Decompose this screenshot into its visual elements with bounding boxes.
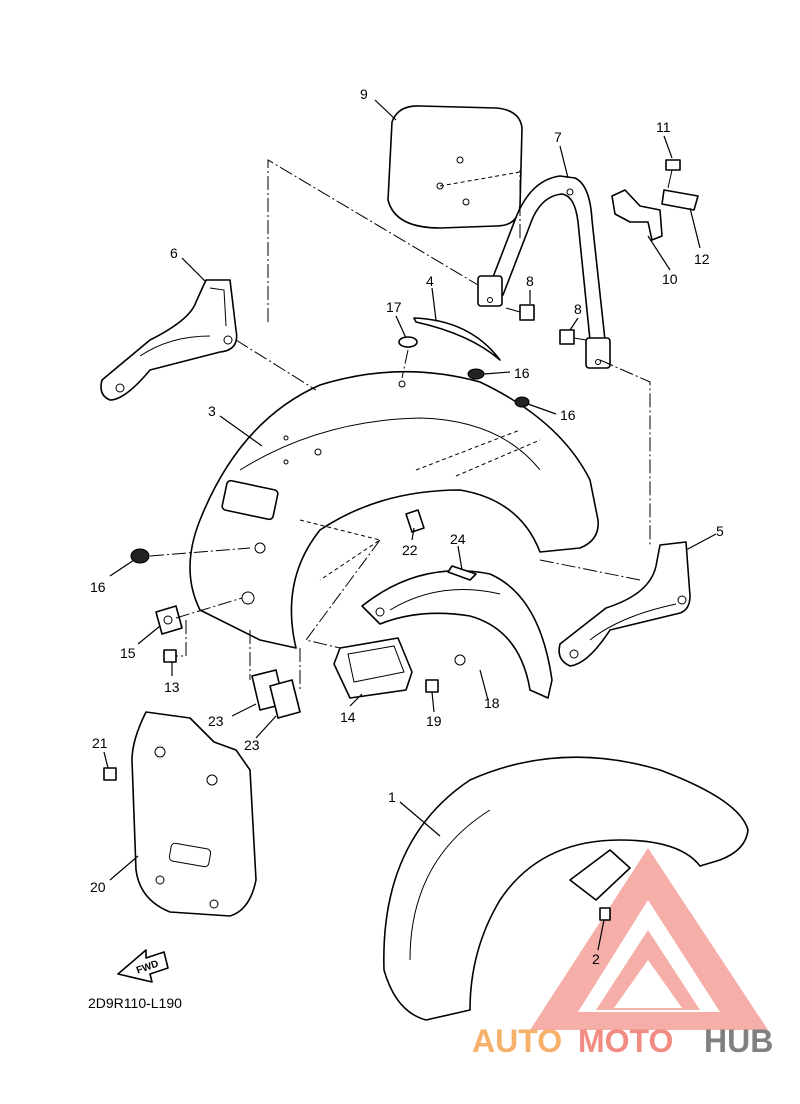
part-4-trim xyxy=(413,317,501,361)
part-19-bolt xyxy=(425,679,439,693)
part-3-rear-fender xyxy=(189,370,599,649)
watermark-auto: AUTO xyxy=(472,1023,562,1059)
watermark-hub: HUB xyxy=(704,1023,773,1059)
callout-3: 3 xyxy=(208,403,216,419)
callout-2: 2 xyxy=(592,951,600,967)
part-12-damper xyxy=(661,189,699,211)
callout-20: 20 xyxy=(90,879,106,895)
callout-17: 17 xyxy=(386,299,402,315)
part-6-left-stay xyxy=(100,279,238,401)
watermark-text: AUTO MOTO HUB xyxy=(472,1023,773,1059)
part-23-tape-b xyxy=(269,679,301,719)
callout-7: 7 xyxy=(554,129,562,145)
watermark-logo xyxy=(530,848,768,1030)
callout-8b: 8 xyxy=(574,301,582,317)
leader-lines xyxy=(103,99,717,951)
callout-11: 11 xyxy=(656,119,671,135)
callout-16a: 16 xyxy=(514,365,530,381)
part-24-spacer xyxy=(447,565,477,581)
callout-labels: 9 7 11 12 10 8 8 6 4 17 16 16 3 5 22 24 … xyxy=(90,86,724,967)
part-21-bolt xyxy=(103,767,117,781)
part-5-right-stay xyxy=(558,541,691,667)
part-2-bolt xyxy=(599,907,611,921)
part-16-grommet-a xyxy=(467,368,485,380)
callout-5: 5 xyxy=(716,523,724,539)
callout-23a: 23 xyxy=(208,713,224,729)
part-22-clip xyxy=(405,509,425,533)
callout-21: 21 xyxy=(92,735,108,751)
callout-14: 14 xyxy=(340,709,356,725)
part-10-bracket xyxy=(611,189,663,241)
part-9-backrest-pad xyxy=(387,105,523,229)
fwd-arrow-icon: FWD xyxy=(117,949,169,983)
callout-16b: 16 xyxy=(560,407,576,423)
callout-6: 6 xyxy=(170,245,178,261)
callout-19: 19 xyxy=(426,713,442,729)
callout-10: 10 xyxy=(662,271,678,287)
part-15-cap xyxy=(155,605,183,635)
watermark-moto: MOTO xyxy=(578,1023,673,1059)
callout-23b: 23 xyxy=(244,737,260,753)
part-11-bolt xyxy=(665,159,681,189)
callout-12: 12 xyxy=(694,251,710,267)
part-13-bolt xyxy=(163,649,177,663)
diagram-code: 2D9R110-L190 xyxy=(88,995,182,1011)
callout-22: 22 xyxy=(402,542,418,558)
callout-8a: 8 xyxy=(526,273,534,289)
part-8-bolt-a xyxy=(505,304,535,321)
callout-24: 24 xyxy=(450,531,466,547)
callout-9: 9 xyxy=(360,86,368,102)
callout-13: 13 xyxy=(164,679,180,695)
part-17-grommet xyxy=(398,336,418,348)
part-8-bolt-b xyxy=(559,329,587,345)
callout-15: 15 xyxy=(120,645,136,661)
part-20-side-cover xyxy=(131,711,257,917)
part-7-sissy-bar xyxy=(477,175,611,369)
part-16-grommet-c xyxy=(130,548,150,564)
callout-1: 1 xyxy=(388,789,396,805)
part-14-reflector xyxy=(333,637,413,699)
chain-lines xyxy=(149,159,651,690)
part-1-front-fender xyxy=(383,756,749,1021)
part-16-grommet-b xyxy=(514,396,530,408)
callout-4: 4 xyxy=(426,273,434,289)
callout-18: 18 xyxy=(484,695,500,711)
callout-16c: 16 xyxy=(90,579,106,595)
